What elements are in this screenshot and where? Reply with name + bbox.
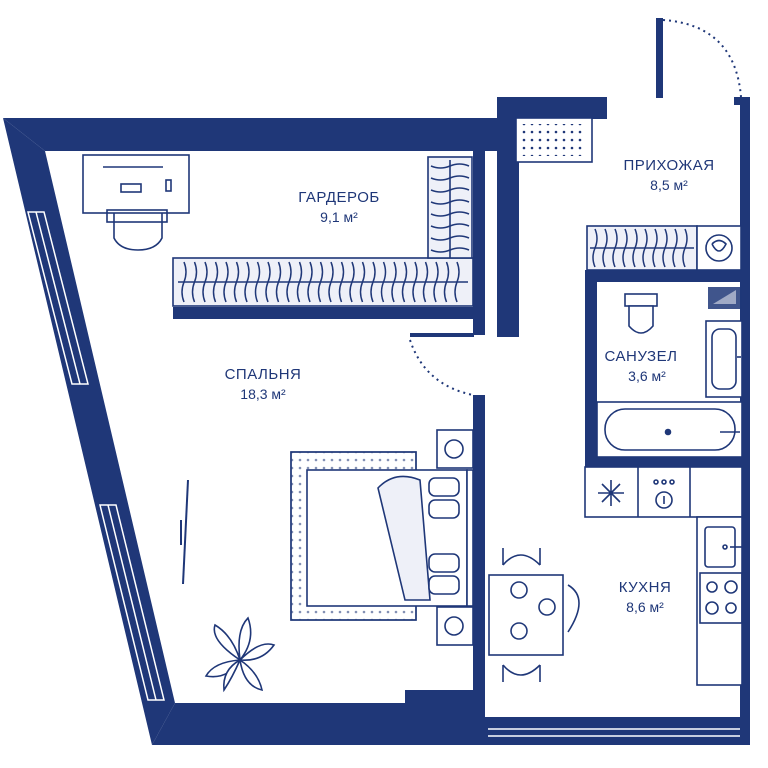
room-label-kitchen: КУХНЯ 8,6 м² <box>619 579 672 615</box>
doormat-icon <box>515 117 593 163</box>
hanger <box>254 261 261 303</box>
fridge-icon <box>598 480 624 506</box>
toilet-icon <box>624 293 658 334</box>
hanger <box>430 163 470 169</box>
hanger <box>682 228 688 268</box>
hanger <box>443 261 450 303</box>
hall-hangers <box>592 228 688 268</box>
kitchen-sink-icon <box>704 526 742 568</box>
wardrobe-rail-icon <box>172 156 474 307</box>
room-area-bathroom: 3,6 м² <box>628 368 666 384</box>
window-bottom <box>488 728 740 737</box>
hanger <box>307 261 313 303</box>
nightstand-icon <box>436 429 474 646</box>
room-name-hall: ПРИХОЖАЯ <box>623 157 714 174</box>
hanger <box>430 187 470 193</box>
door-swings <box>409 19 742 396</box>
room-area-kitchen: 8,6 м² <box>626 599 664 615</box>
hanger <box>662 228 668 268</box>
room-area-hall: 8,5 м² <box>650 177 688 193</box>
plant-icon <box>204 616 276 693</box>
hanger <box>317 261 324 303</box>
hanger <box>612 228 618 268</box>
hanger <box>202 261 208 303</box>
hanger <box>349 261 355 303</box>
hanger <box>642 228 648 268</box>
chair-icon <box>106 209 168 251</box>
hanger <box>632 228 638 268</box>
room-name-kitchen: КУХНЯ <box>619 579 672 596</box>
hanger <box>244 261 250 303</box>
room-label-wardrobe: ГАРДЕРОБ 9,1 м² <box>298 189 379 225</box>
hanger <box>652 228 658 268</box>
hanger <box>401 261 408 303</box>
dining-table-icon <box>488 548 580 682</box>
tv-icon <box>180 479 189 585</box>
hanger <box>622 228 628 268</box>
window-left <box>27 211 165 701</box>
hanger <box>672 228 678 268</box>
hanger <box>433 261 439 303</box>
hanger <box>592 228 598 268</box>
hanger <box>454 261 460 303</box>
hanger <box>223 261 229 303</box>
room-label-bathroom: САНУЗЕЛ 3,6 м² <box>605 348 678 384</box>
room-label-hall: ПРИХОЖАЯ 8,5 м² <box>623 157 714 193</box>
hanger <box>422 261 429 303</box>
hanger <box>430 199 470 205</box>
oven-icon <box>653 479 675 509</box>
hanger <box>430 223 470 229</box>
room-label-bedroom: СПАЛЬНЯ 18,3 м² <box>225 366 302 402</box>
hanger <box>296 261 303 303</box>
hanger <box>602 228 608 268</box>
room-name-bedroom: СПАЛЬНЯ <box>225 366 302 383</box>
room-name-wardrobe: ГАРДЕРОБ <box>298 189 379 206</box>
hanger <box>430 175 470 181</box>
hanger <box>380 261 387 303</box>
hanger <box>328 261 334 303</box>
bedroom-door-leaf <box>410 333 474 337</box>
hanger <box>191 261 198 303</box>
stove-icon <box>699 572 743 624</box>
hanger <box>286 261 292 303</box>
desk-icon <box>82 154 190 214</box>
hanger <box>370 261 376 303</box>
room-area-wardrobe: 9,1 м² <box>320 209 358 225</box>
hanger <box>391 261 397 303</box>
hangers <box>181 163 470 303</box>
bathtub-icon <box>596 401 743 458</box>
exterior-walls <box>3 18 750 745</box>
hanger <box>430 247 470 253</box>
hanger <box>412 261 418 303</box>
bed-icon <box>290 451 474 621</box>
hanger <box>212 261 219 303</box>
hanger <box>181 261 187 303</box>
room-area-bedroom: 18,3 м² <box>240 386 286 402</box>
hanger <box>338 261 345 303</box>
sink-icon <box>705 320 743 398</box>
interior-walls <box>173 140 748 745</box>
hanger <box>430 211 470 217</box>
hanger <box>233 261 240 303</box>
hanger <box>430 235 470 241</box>
hanger <box>265 261 271 303</box>
room-name-bathroom: САНУЗЕЛ <box>605 348 678 365</box>
hanger <box>359 261 366 303</box>
hanger <box>275 261 282 303</box>
washing-machine-icon <box>696 225 742 271</box>
